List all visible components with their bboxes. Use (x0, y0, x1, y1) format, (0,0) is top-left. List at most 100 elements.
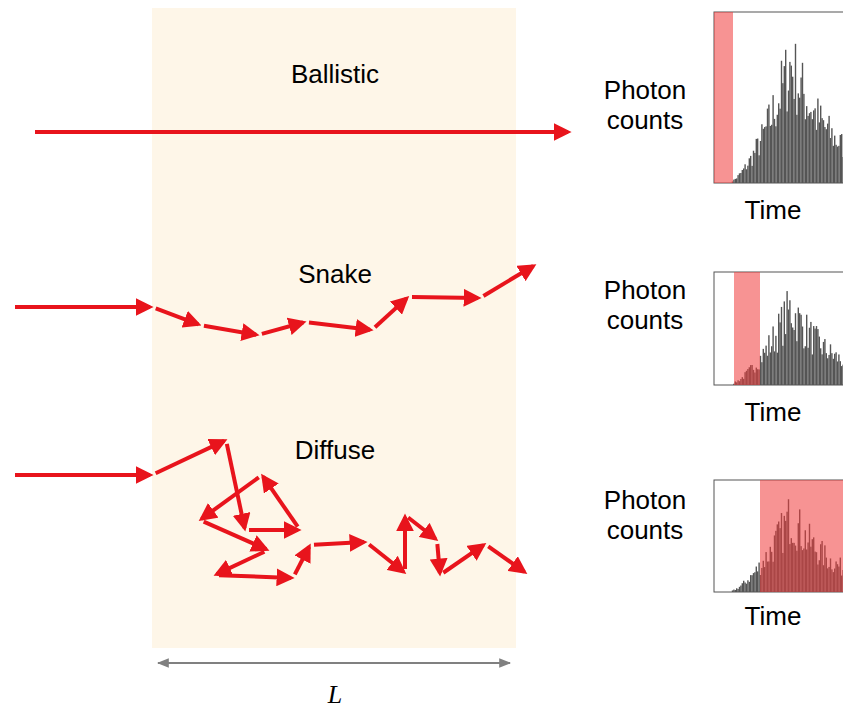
photon-step (488, 546, 524, 572)
histogram-bar (765, 126, 766, 183)
histogram-bar (753, 151, 754, 183)
histogram-bar (740, 173, 741, 183)
histogram-bar (816, 130, 817, 183)
histogram-bar (834, 136, 835, 183)
histogram-bar (735, 590, 736, 592)
photon-step (483, 266, 533, 296)
histogram-bar (775, 126, 776, 183)
path-label: Snake (298, 260, 372, 290)
histogram-bar (807, 116, 808, 183)
histogram-bar (830, 138, 831, 183)
histogram-bar (743, 581, 744, 592)
photon-step (227, 444, 245, 528)
path-label: Diffuse (295, 436, 375, 466)
histogram-bar (799, 98, 800, 183)
photon-step (35, 130, 568, 134)
histogram-bar (838, 354, 839, 385)
histogram-bar (764, 353, 765, 385)
histogram-bar (772, 326, 773, 385)
histogram-bar (816, 326, 817, 385)
histogram-bar (758, 563, 759, 592)
histogram-bar (767, 356, 768, 385)
histogram-bar (802, 63, 803, 183)
histogram-bar (803, 348, 804, 385)
histogram-bar (743, 168, 744, 183)
histogram-bar (840, 135, 841, 183)
histogram-bar (779, 109, 780, 183)
time-gate (760, 480, 843, 592)
histogram-bar (763, 129, 764, 183)
histogram-bar (795, 313, 796, 385)
photon-step (249, 528, 298, 532)
photon-step (375, 298, 407, 327)
histogram-bar (796, 341, 797, 385)
axis-label: Time (745, 602, 802, 632)
histogram-bar (817, 99, 818, 183)
histogram-bar (742, 170, 743, 183)
histogram-bar (778, 103, 779, 183)
histogram-bar (796, 115, 797, 183)
histogram-bar (744, 583, 745, 592)
histogram-bar (781, 61, 782, 183)
photon-step (202, 477, 259, 518)
histogram-bar (810, 112, 811, 183)
histogram-bar (830, 344, 831, 385)
photon-step (204, 326, 256, 335)
histogram-bar (763, 349, 764, 385)
histogram-bar (770, 352, 771, 385)
histogram-bar (775, 336, 776, 385)
histogram-bar (768, 105, 769, 183)
photon-step (443, 545, 483, 573)
histogram-bar (735, 179, 736, 183)
histogram-bar (732, 590, 733, 592)
histogram-bar (750, 156, 751, 183)
histogram-bar (781, 307, 782, 385)
histogram-bar (826, 353, 827, 385)
photon-step (204, 522, 267, 550)
histogram-bar (838, 146, 839, 183)
histogram-bar (789, 300, 790, 385)
histogram-bar (788, 91, 789, 183)
histogram-bar (826, 129, 827, 183)
histogram-bar (765, 346, 766, 385)
histogram-bar (820, 106, 821, 183)
histogram-bar (771, 346, 772, 385)
histogram-bar (833, 146, 834, 183)
histogram-bar (802, 327, 803, 385)
histogram-bar (754, 572, 755, 592)
histogram-bar (756, 139, 757, 183)
axis-label: Photon counts (575, 486, 715, 546)
histogram-bar (733, 590, 734, 592)
histogram-bar (798, 93, 799, 183)
photon-step (369, 544, 403, 571)
photon-paths (15, 132, 568, 578)
histogram-bar (742, 583, 743, 592)
histogram-bar (812, 354, 813, 385)
histogram-bar (837, 361, 838, 385)
histogram-bar (823, 342, 824, 385)
histogram-bar (835, 145, 836, 183)
histogram-bar (800, 78, 801, 183)
histogram-bar (824, 339, 825, 385)
histogram-frame (714, 272, 843, 385)
photon-step (156, 441, 225, 473)
histogram-bar (767, 109, 768, 183)
photon-step (437, 544, 439, 573)
histogram-bar (798, 308, 799, 385)
photon-step (217, 552, 265, 574)
photon-step (15, 305, 150, 309)
histogram-bar (823, 120, 824, 183)
photon-step (15, 473, 150, 477)
histogram-bar (751, 575, 752, 592)
histogram-bar (749, 158, 750, 183)
histogram-bar (792, 327, 793, 385)
histogram-bar (779, 322, 780, 385)
photon-step (263, 477, 298, 527)
histogram-bar (841, 366, 842, 385)
histogram-bar (793, 99, 794, 183)
histogram-bar (757, 571, 758, 592)
histogram-bar (736, 178, 737, 183)
histogram-bar (777, 115, 778, 183)
histogram-bar (753, 573, 754, 592)
